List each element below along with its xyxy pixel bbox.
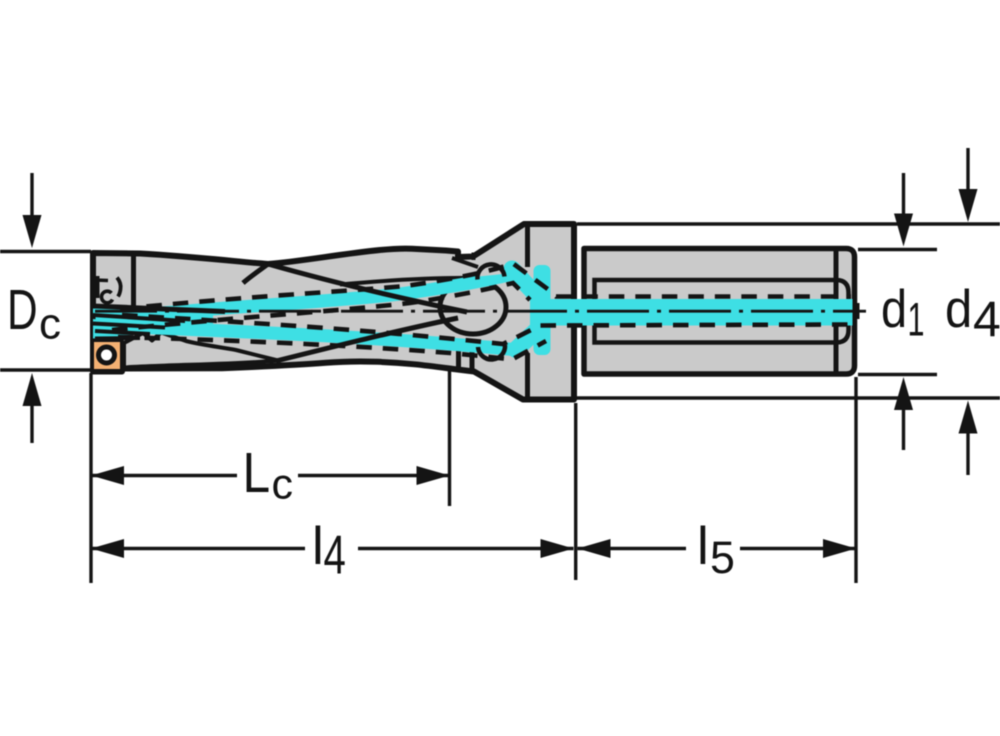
svg-text:l: l (697, 517, 709, 576)
svg-text:d: d (881, 279, 907, 338)
svg-text:5: 5 (710, 532, 735, 584)
svg-text:L: L (243, 442, 271, 505)
svg-text:4: 4 (973, 292, 1000, 348)
svg-text:D: D (7, 278, 38, 341)
svg-text:l: l (312, 517, 324, 576)
svg-text:4: 4 (324, 524, 346, 586)
svg-text:c: c (272, 461, 294, 509)
svg-text:c: c (39, 300, 61, 349)
svg-text:1: 1 (908, 294, 925, 346)
svg-text:d: d (945, 279, 972, 338)
